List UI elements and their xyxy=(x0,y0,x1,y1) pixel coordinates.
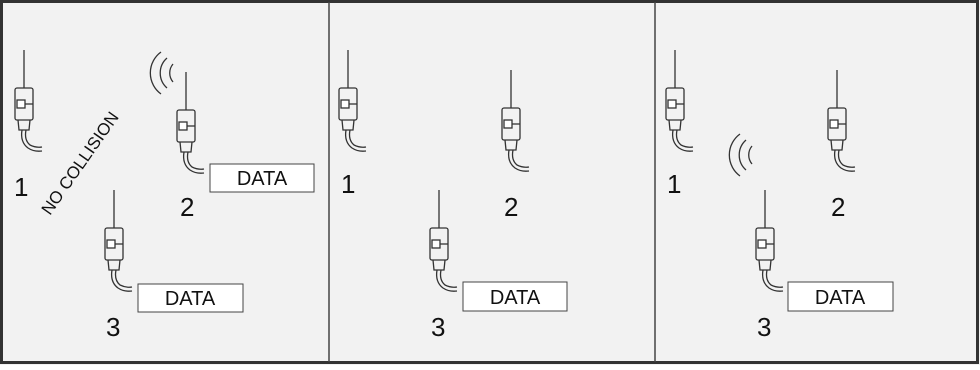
node-number-3: 3 xyxy=(431,312,445,342)
data-box xyxy=(209,163,315,193)
panel-3: 1 2 3 DATA xyxy=(665,49,894,342)
node-number-3: 3 xyxy=(757,312,771,342)
data-label: DATA xyxy=(237,168,288,190)
node-number-1: 1 xyxy=(341,169,355,199)
node-number-3: 3 xyxy=(106,312,120,342)
panel-2: 1 2 3 DATA xyxy=(338,49,568,342)
data-box xyxy=(462,281,568,312)
data-label: DATA xyxy=(490,287,541,309)
data-label: DATA xyxy=(815,287,866,309)
node-number-1: 1 xyxy=(667,169,681,199)
node-number-2: 2 xyxy=(180,192,194,222)
data-box xyxy=(137,283,244,313)
node-number-2: 2 xyxy=(831,192,845,222)
node-number-2: 2 xyxy=(504,192,518,222)
node-number-1: 1 xyxy=(14,172,28,202)
data-box xyxy=(787,281,894,312)
data-label: DATA xyxy=(165,288,216,310)
